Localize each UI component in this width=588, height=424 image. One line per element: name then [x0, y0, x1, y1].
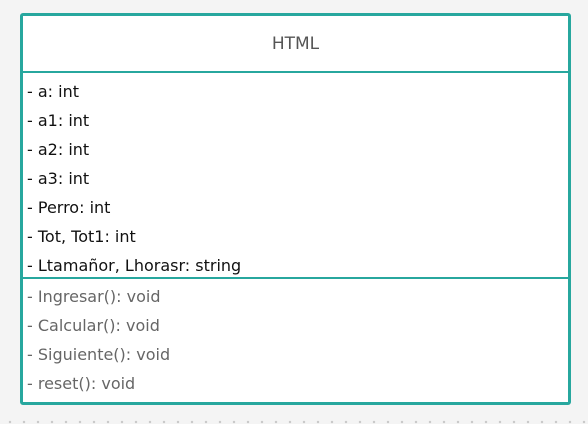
method-row: - Ingresar(): void: [27, 287, 161, 306]
attribute-row: - Perro: int: [27, 198, 111, 217]
methods-compartment: - Ingresar(): void - Calcular(): void - …: [23, 279, 568, 398]
canvas-dot-grid: [0, 416, 588, 424]
attribute-row: - a: int: [27, 82, 79, 101]
attribute-row: - a3: int: [27, 169, 90, 188]
class-name: HTML: [23, 16, 568, 73]
attribute-row: - a1: int: [27, 111, 90, 130]
attribute-row: - Tot, Tot1: int: [27, 227, 136, 246]
attribute-row: - Ltamañor, Lhorasr: string: [27, 256, 242, 275]
method-row: - Siguiente(): void: [27, 345, 171, 364]
class-box[interactable]: HTML - a: int - a1: int - a2: int - a3: …: [20, 13, 571, 405]
attribute-row: - a2: int: [27, 140, 90, 159]
method-row: - reset(): void: [27, 374, 136, 393]
attributes-compartment: - a: int - a1: int - a2: int - a3: int -…: [23, 73, 568, 279]
method-row: - Calcular(): void: [27, 316, 160, 335]
